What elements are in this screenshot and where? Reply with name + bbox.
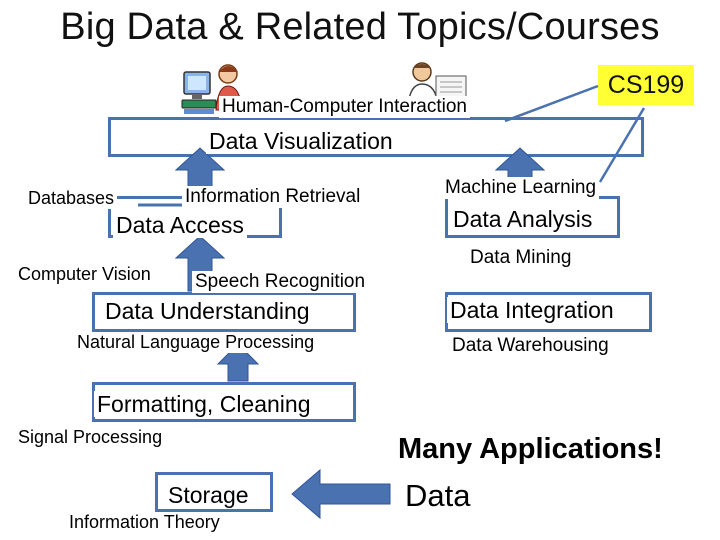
page-title: Big Data & Related Topics/Courses (60, 6, 660, 48)
many-applications-label: Many Applications! (395, 433, 666, 467)
data-understanding-label: Data Understanding (102, 298, 313, 325)
data-warehousing-topic-label: Data Warehousing (449, 335, 612, 357)
databases-topic-label: Databases (25, 188, 118, 209)
nlp-topic-label: Natural Language Processing (74, 332, 318, 353)
information-theory-topic-label: Information Theory (66, 512, 223, 533)
left-arrow-data-to-storage (291, 468, 391, 520)
up-arrow-formatting-to-understanding (216, 343, 260, 382)
data-analysis-label: Data Analysis (450, 206, 596, 233)
data-visualization-label: Data Visualization (206, 128, 396, 155)
information-retrieval-topic-label: Information Retrieval (182, 186, 364, 208)
data-access-label: Data Access (113, 212, 247, 239)
machine-learning-topic-label: Machine Learning (442, 177, 600, 199)
hci-topic-label: Human-Computer Interaction (219, 96, 470, 118)
speech-recognition-topic-label: Speech Recognition (192, 271, 369, 293)
formatting-cleaning-label: Formatting, Cleaning (94, 391, 314, 418)
pointer-line-to-hci (504, 84, 599, 123)
data-mining-topic-label: Data Mining (467, 247, 575, 269)
storage-label: Storage (165, 482, 252, 509)
computer-vision-topic-label: Computer Vision (15, 264, 154, 285)
cs199-badge: CS199 (598, 65, 694, 105)
data-integration-label: Data Integration (447, 297, 617, 324)
signal-processing-topic-label: Signal Processing (15, 427, 166, 448)
pointer-line-to-machine-learning (598, 107, 646, 183)
data-source-label: Data (402, 478, 474, 514)
